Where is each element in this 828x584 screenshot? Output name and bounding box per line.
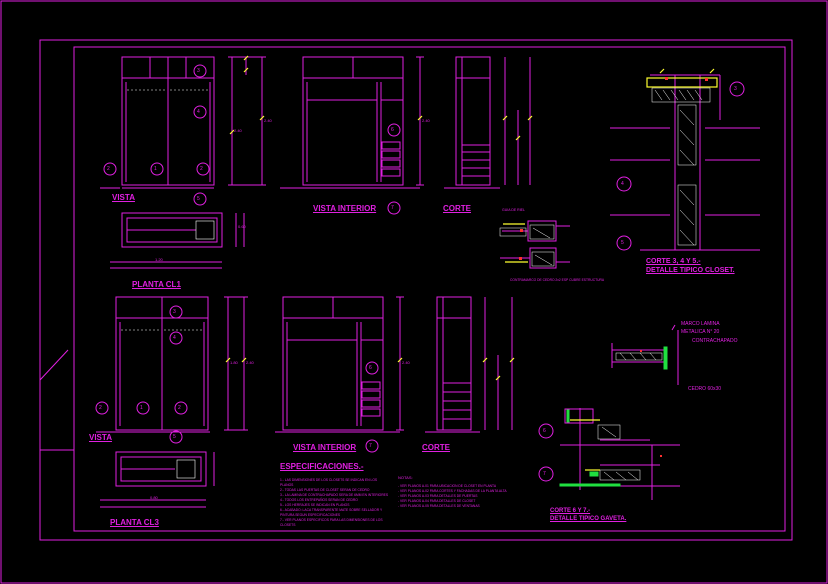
spec-item: 4.- TODOS LOS ENTREPAÑOS SERAN DE CEDRO xyxy=(280,498,358,502)
bubble-6-label: 6 xyxy=(391,127,394,133)
label-marco-lamina: MARCO LAMINA xyxy=(681,321,720,327)
label-contrachapado: CONTRACHAPADO xyxy=(692,338,738,344)
label-guia-de-riel: GUIA DE RIEL xyxy=(502,208,525,212)
bubble-4b-label: 4 xyxy=(173,335,176,341)
notes-title: NOTAS: xyxy=(398,475,413,480)
section-corte-2 xyxy=(425,296,480,433)
bubble-6b-label: 6 xyxy=(369,365,372,371)
title-vista-interior-1: VISTA INTERIOR xyxy=(313,204,377,213)
gaveta-detail-title-2: DETALLE TIPICO GAVETA. xyxy=(550,516,627,522)
dim-vista-2-height: 1.80 xyxy=(230,360,238,365)
specs-title: ESPECIFICACIONES.- xyxy=(280,462,364,471)
title-planta-cl3: PLANTA CL3 xyxy=(110,518,159,527)
closet-bubble-3: 3 xyxy=(734,86,737,92)
note-item: - VER PLANOS A-04 PARA DETALLES DE CLOSE… xyxy=(398,499,476,503)
title-vista-interior-2: VISTA INTERIOR xyxy=(293,443,357,452)
note-item: - VER PLANOS A-02 PARA CORTES Y FACHADAS… xyxy=(398,489,507,493)
gaveta-bubble-7: 7 xyxy=(543,471,546,477)
bubble-1-label: 1 xyxy=(154,166,157,172)
gaveta-bubble-6: 6 xyxy=(543,428,546,434)
bubble-3b-label: 3 xyxy=(173,309,176,315)
elevation-vista-interior-2 xyxy=(275,296,400,433)
label-metalica: METALICA N° 20 xyxy=(681,329,720,335)
bubble-7b-label: 7 xyxy=(369,443,372,449)
closet-bubble-5: 5 xyxy=(621,240,624,246)
dim-interior-2: 2.40 xyxy=(402,360,410,365)
title-corte-1: CORTE xyxy=(443,204,471,213)
closet-detail-title-1: CORTE 3, 4 Y 5.- xyxy=(646,258,701,265)
reference-bubbles xyxy=(95,64,745,482)
rail-detail xyxy=(500,220,570,269)
spec-item: 6.- ACABADO: LACA TRANSPARENTE MATE SOBR… xyxy=(280,508,383,512)
section-corte-1 xyxy=(444,56,500,189)
note-item: - VER PLANOS A-01 PARA UBICACION DE CLOS… xyxy=(398,484,497,488)
elevation-vista-2 xyxy=(96,296,210,433)
dim-planta-1-width: 1.20 xyxy=(155,257,163,262)
note-item: - VER PLANOS A-05 PARA DETALLES DE VENTA… xyxy=(398,504,480,508)
bubble-2b-label: 2 xyxy=(200,166,203,172)
elevation-vista-interior-1 xyxy=(280,56,420,189)
note-item: - VER PLANOS A-03 PARA DETALLES DE PUERT… xyxy=(398,494,478,498)
specs-list: 1.- LAS DIMENSIONES DE LOS CLOSETS SE IN… xyxy=(280,478,390,528)
spec-item: 2.- TODAS LAS PUERTAS DE CLOSET SERAN DE… xyxy=(280,488,370,492)
label-contramarco: CONTRAMARCO DE CEDRO 2x2 ESP CUBRE ESTRU… xyxy=(510,278,605,282)
dim-planta-2-width: 0.80 xyxy=(150,495,158,500)
elevation-vista-1 xyxy=(100,56,215,189)
closet-bubble-4: 4 xyxy=(621,181,624,187)
plan-cl3 xyxy=(100,451,215,508)
title-planta-cl1: PLANTA CL1 xyxy=(132,280,181,289)
title-vista-2: VISTA xyxy=(89,433,112,442)
bubble-2d-label: 2 xyxy=(178,405,181,411)
dim-vista-1-height: 2.40 xyxy=(234,128,242,133)
spec-item: PINTURA SEGUN ESPECIFICACIONES xyxy=(280,513,341,517)
spec-item: 3.- LA LAMINA DE CONTRACHAPADO SERA DE 6… xyxy=(280,493,389,497)
notes-list: - VER PLANOS A-01 PARA UBICACION DE CLOS… xyxy=(398,484,538,509)
plan-cl1 xyxy=(110,212,245,269)
bubble-7-label: 7 xyxy=(391,205,394,211)
spec-item: 1.- LAS DIMENSIONES DE LOS CLOSETS SE IN… xyxy=(280,478,378,487)
closet-detail-title-2: DETALLE TIPICO CLOSET. xyxy=(646,267,735,274)
bubble-2-label: 2 xyxy=(107,166,110,172)
bubble-4-label: 4 xyxy=(197,109,200,115)
dim-vista-2-overall: 2.40 xyxy=(246,360,254,365)
dim-planta-1-depth: 0.60 xyxy=(238,224,246,229)
title-corte-2: CORTE xyxy=(422,443,450,452)
bubble-3-label: 3 xyxy=(197,68,200,74)
dim-interior-1: 2.40 xyxy=(422,118,430,123)
gaveta-detail-title-1: CORTE 6 Y 7.- xyxy=(550,508,591,514)
dim-vista-1-overall: 2.40 xyxy=(264,118,272,123)
label-cedro: CEDRO 60x30 xyxy=(688,386,722,392)
bubble-1b-label: 1 xyxy=(140,405,143,411)
drawing-area-border xyxy=(73,46,786,532)
title-vista-1: VISTA xyxy=(112,193,135,202)
closet-detail-hatch xyxy=(499,87,711,481)
spec-item: 5.- LOS HERRAJES SE INDICAN EN PLANOS xyxy=(280,503,350,507)
marco-lamina-detail xyxy=(611,324,679,385)
sheet-frame xyxy=(39,39,793,541)
bubble-5b-label: 5 xyxy=(173,434,176,440)
closet-detail-section xyxy=(610,74,760,251)
spec-item: 7.- VER PLANOS ESPECIFICOS PARA LAS DIME… xyxy=(280,518,383,527)
bubble-5-label: 5 xyxy=(197,196,200,202)
bubble-2c-label: 2 xyxy=(99,405,102,411)
